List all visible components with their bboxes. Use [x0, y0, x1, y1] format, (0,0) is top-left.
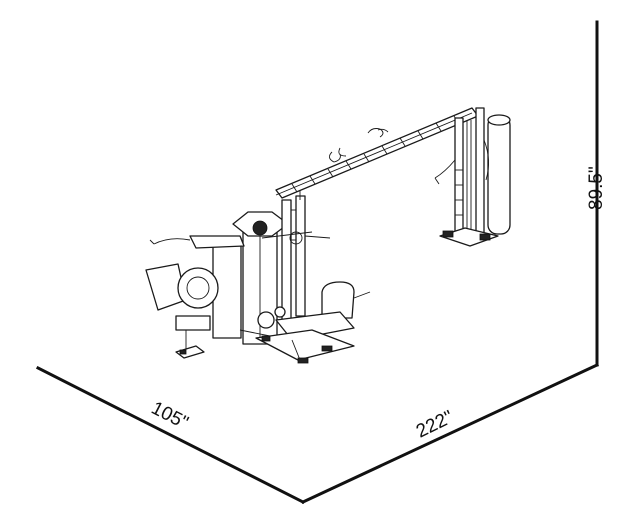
depth-dimension-line: [35, 365, 306, 505]
overhead-ladder-beam: [275, 107, 479, 199]
dimension-lines: [35, 20, 599, 505]
seated-station: [255, 281, 371, 364]
width-label: 222": [413, 407, 457, 443]
right-cable-tower: [434, 107, 511, 247]
multi-station-gym-illustration: [145, 107, 511, 364]
height-label: 89.5": [586, 166, 607, 210]
width-dimension-line: [301, 363, 599, 504]
press-station: [145, 235, 271, 359]
